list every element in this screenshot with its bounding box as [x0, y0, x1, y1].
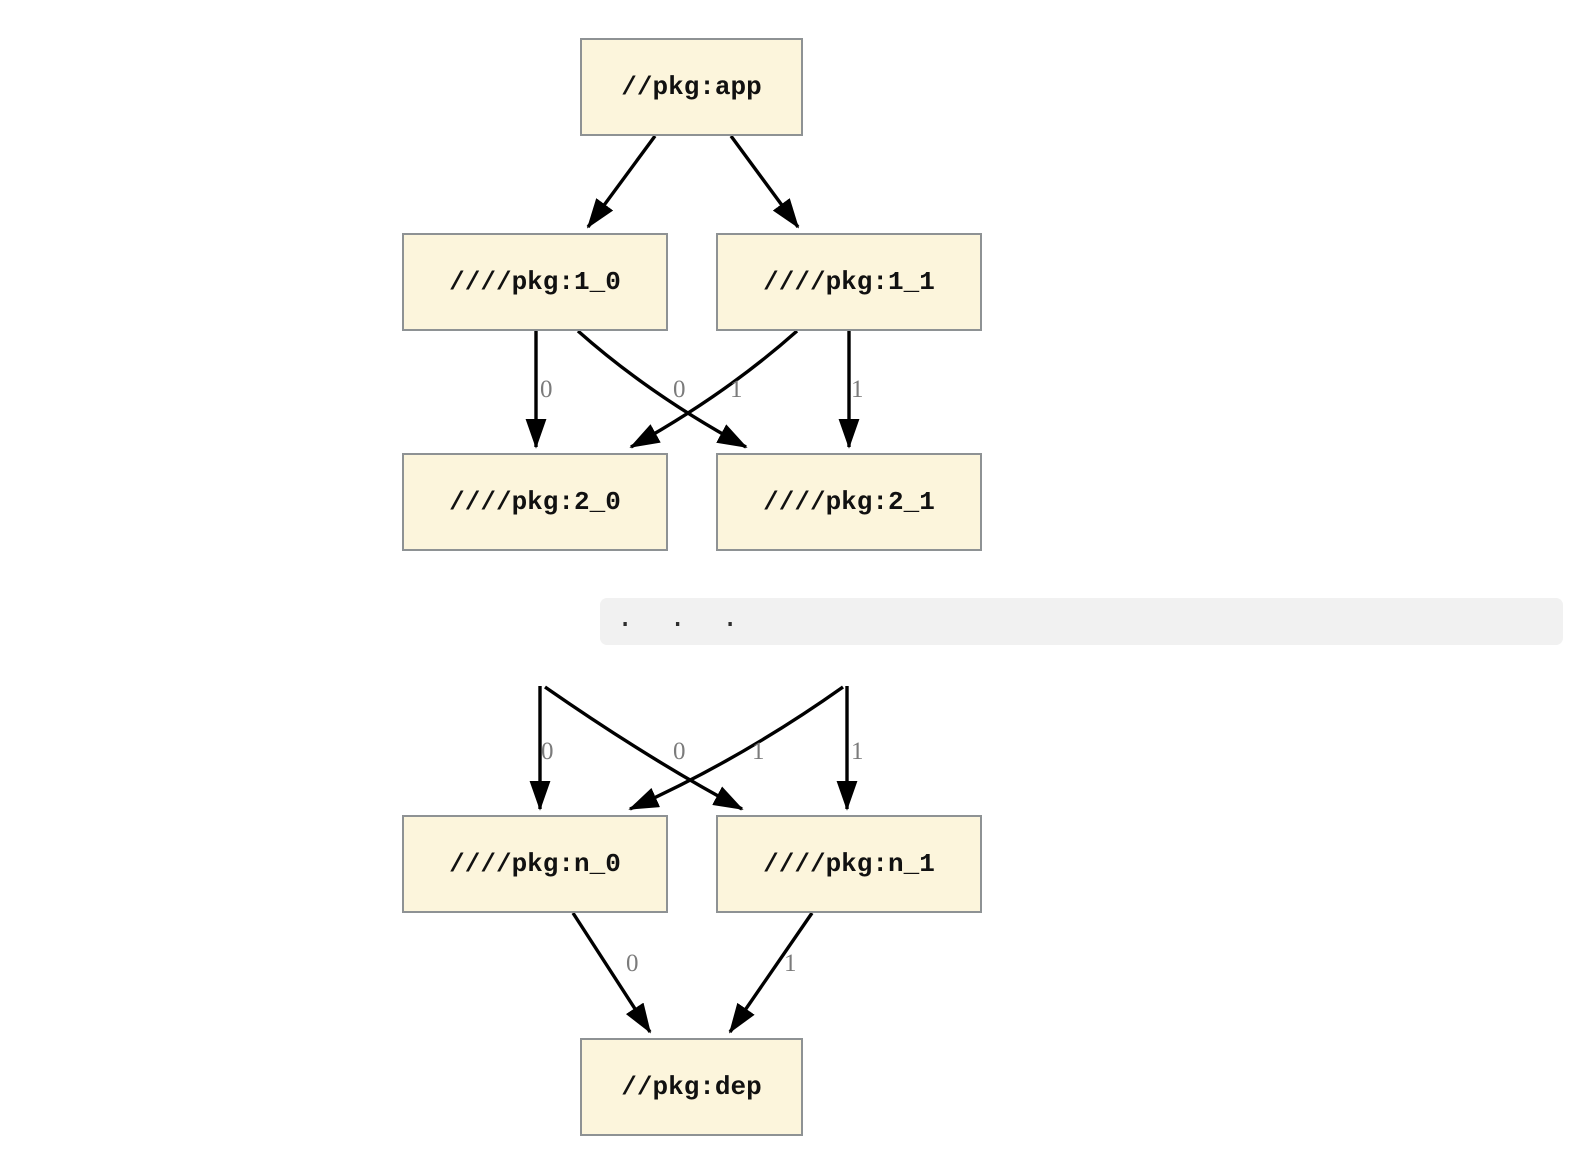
edge-n_1-to-dep: [728, 912, 814, 1034]
edge-app-to-1_0: [586, 134, 657, 229]
edge-1_0-to-2_1: [576, 329, 748, 449]
node-pkg-2_1: ////pkg:2_1: [716, 453, 982, 551]
edge-hidden0-to-n_1: [544, 685, 744, 811]
node-pkg-n_1: ////pkg:n_1: [716, 815, 982, 913]
edge-n_0-to-dep: [571, 912, 652, 1034]
edge-label-1_0-2_0: 0: [540, 376, 553, 403]
edge-label-hidden1-n_1: 1: [851, 738, 864, 765]
node-pkg-1_0: ////pkg:1_0: [402, 233, 668, 331]
edge-label-1_1-2_1: 1: [851, 376, 864, 403]
ellipsis-text: . . .: [617, 602, 749, 633]
edge-hidden1-to-n_0: [628, 685, 844, 811]
node-pkg-1_1: ////pkg:1_1: [716, 233, 982, 331]
node-pkg-app: //pkg:app: [580, 38, 803, 136]
edge-1_1-to-2_0: [629, 329, 799, 449]
edge-label-n_1-dep: 1: [784, 950, 797, 977]
node-pkg-dep: //pkg:dep: [580, 1038, 803, 1136]
edge-app-to-1_1: [729, 134, 800, 229]
node-pkg-2_0: ////pkg:2_0: [402, 453, 668, 551]
edge-label-n_0-dep: 0: [626, 950, 639, 977]
edge-label-1_0-2_1: 0: [673, 376, 686, 403]
edge-label-1_1-2_0: 1: [730, 376, 743, 403]
edge-label-hidden0-n_1: 0: [673, 738, 686, 765]
edge-label-hidden0-n_0: 0: [541, 738, 554, 765]
ellipsis-separator: . . .: [600, 598, 1563, 645]
edge-label-hidden1-n_0: 1: [752, 738, 765, 765]
node-pkg-n_0: ////pkg:n_0: [402, 815, 668, 913]
